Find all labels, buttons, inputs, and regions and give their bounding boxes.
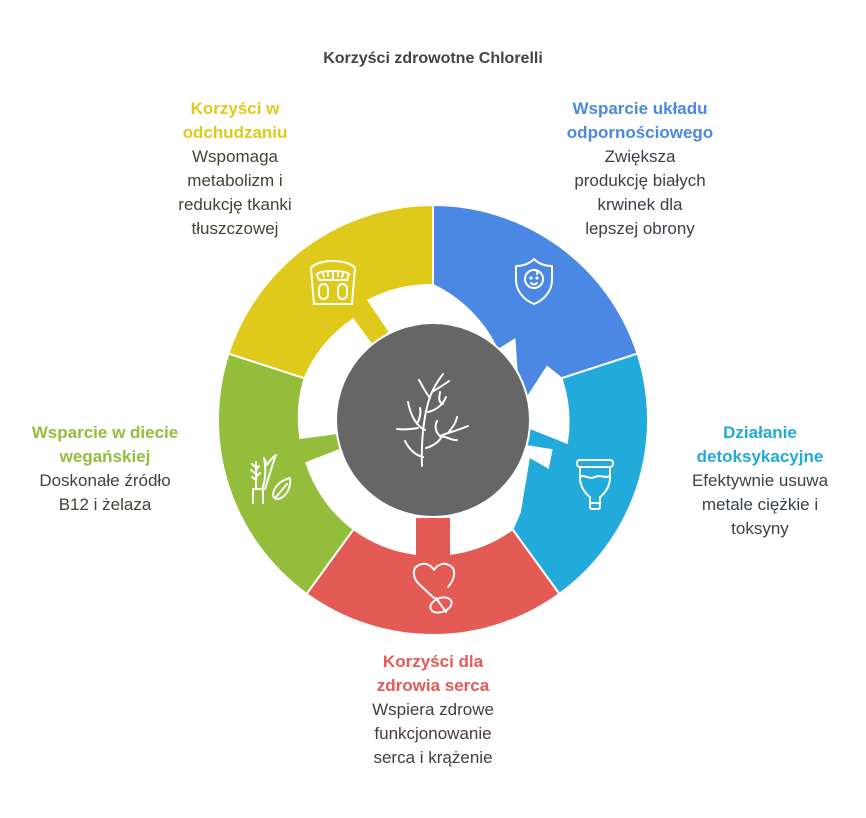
label-weight: Korzyści w odchudzaniu Wspomaga metaboli…: [130, 97, 340, 241]
label-heart: Korzyści dla zdrowia serca Wspiera zdrow…: [333, 650, 533, 770]
label-immune: Wsparcie układu odpornościowego Zwiększa…: [530, 97, 750, 241]
label-heart-body: Wspiera zdrowe funkcjonowanie serca i kr…: [372, 700, 494, 767]
label-detox: Działanie detoksykacyjne Efektywnie usuw…: [660, 421, 860, 541]
baby-shield-icon: [515, 258, 553, 305]
heart-pill-icon: [412, 562, 456, 614]
label-weight-heading: Korzyści w odchudzaniu: [182, 99, 288, 142]
plants-leaf-icon: [250, 454, 292, 504]
center-node: [335, 322, 531, 518]
label-vegan-body: Doskonałe źródło B12 i żelaza: [39, 471, 171, 514]
diagram-title: Korzyści zdrowotne Chlorelli: [323, 50, 543, 67]
label-detox-body: Efektywnie usuwa metale ciężkie i toksyn…: [691, 471, 829, 538]
label-vegan: Wsparcie w diecie wegańskiej Doskonałe ź…: [5, 421, 205, 517]
label-weight-body: Wspomaga metabolizm i redukcję tkanki tł…: [178, 147, 292, 238]
cup-icon: [576, 459, 614, 510]
branch-tree-icon: [396, 373, 469, 467]
label-vegan-heading: Wsparcie w diecie wegańskiej: [31, 423, 179, 466]
weight-scale-icon: [310, 260, 356, 305]
label-detox-heading: Działanie detoksykacyjne: [696, 423, 824, 466]
label-heart-heading: Korzyści dla zdrowia serca: [376, 652, 490, 695]
label-immune-heading: Wsparcie układu odpornościowego: [566, 99, 714, 142]
segment-weight[interactable]: [227, 203, 434, 380]
segment-vegan[interactable]: [217, 352, 355, 596]
label-immune-body: Zwiększa produkcję białych krwinek dla l…: [574, 147, 706, 238]
